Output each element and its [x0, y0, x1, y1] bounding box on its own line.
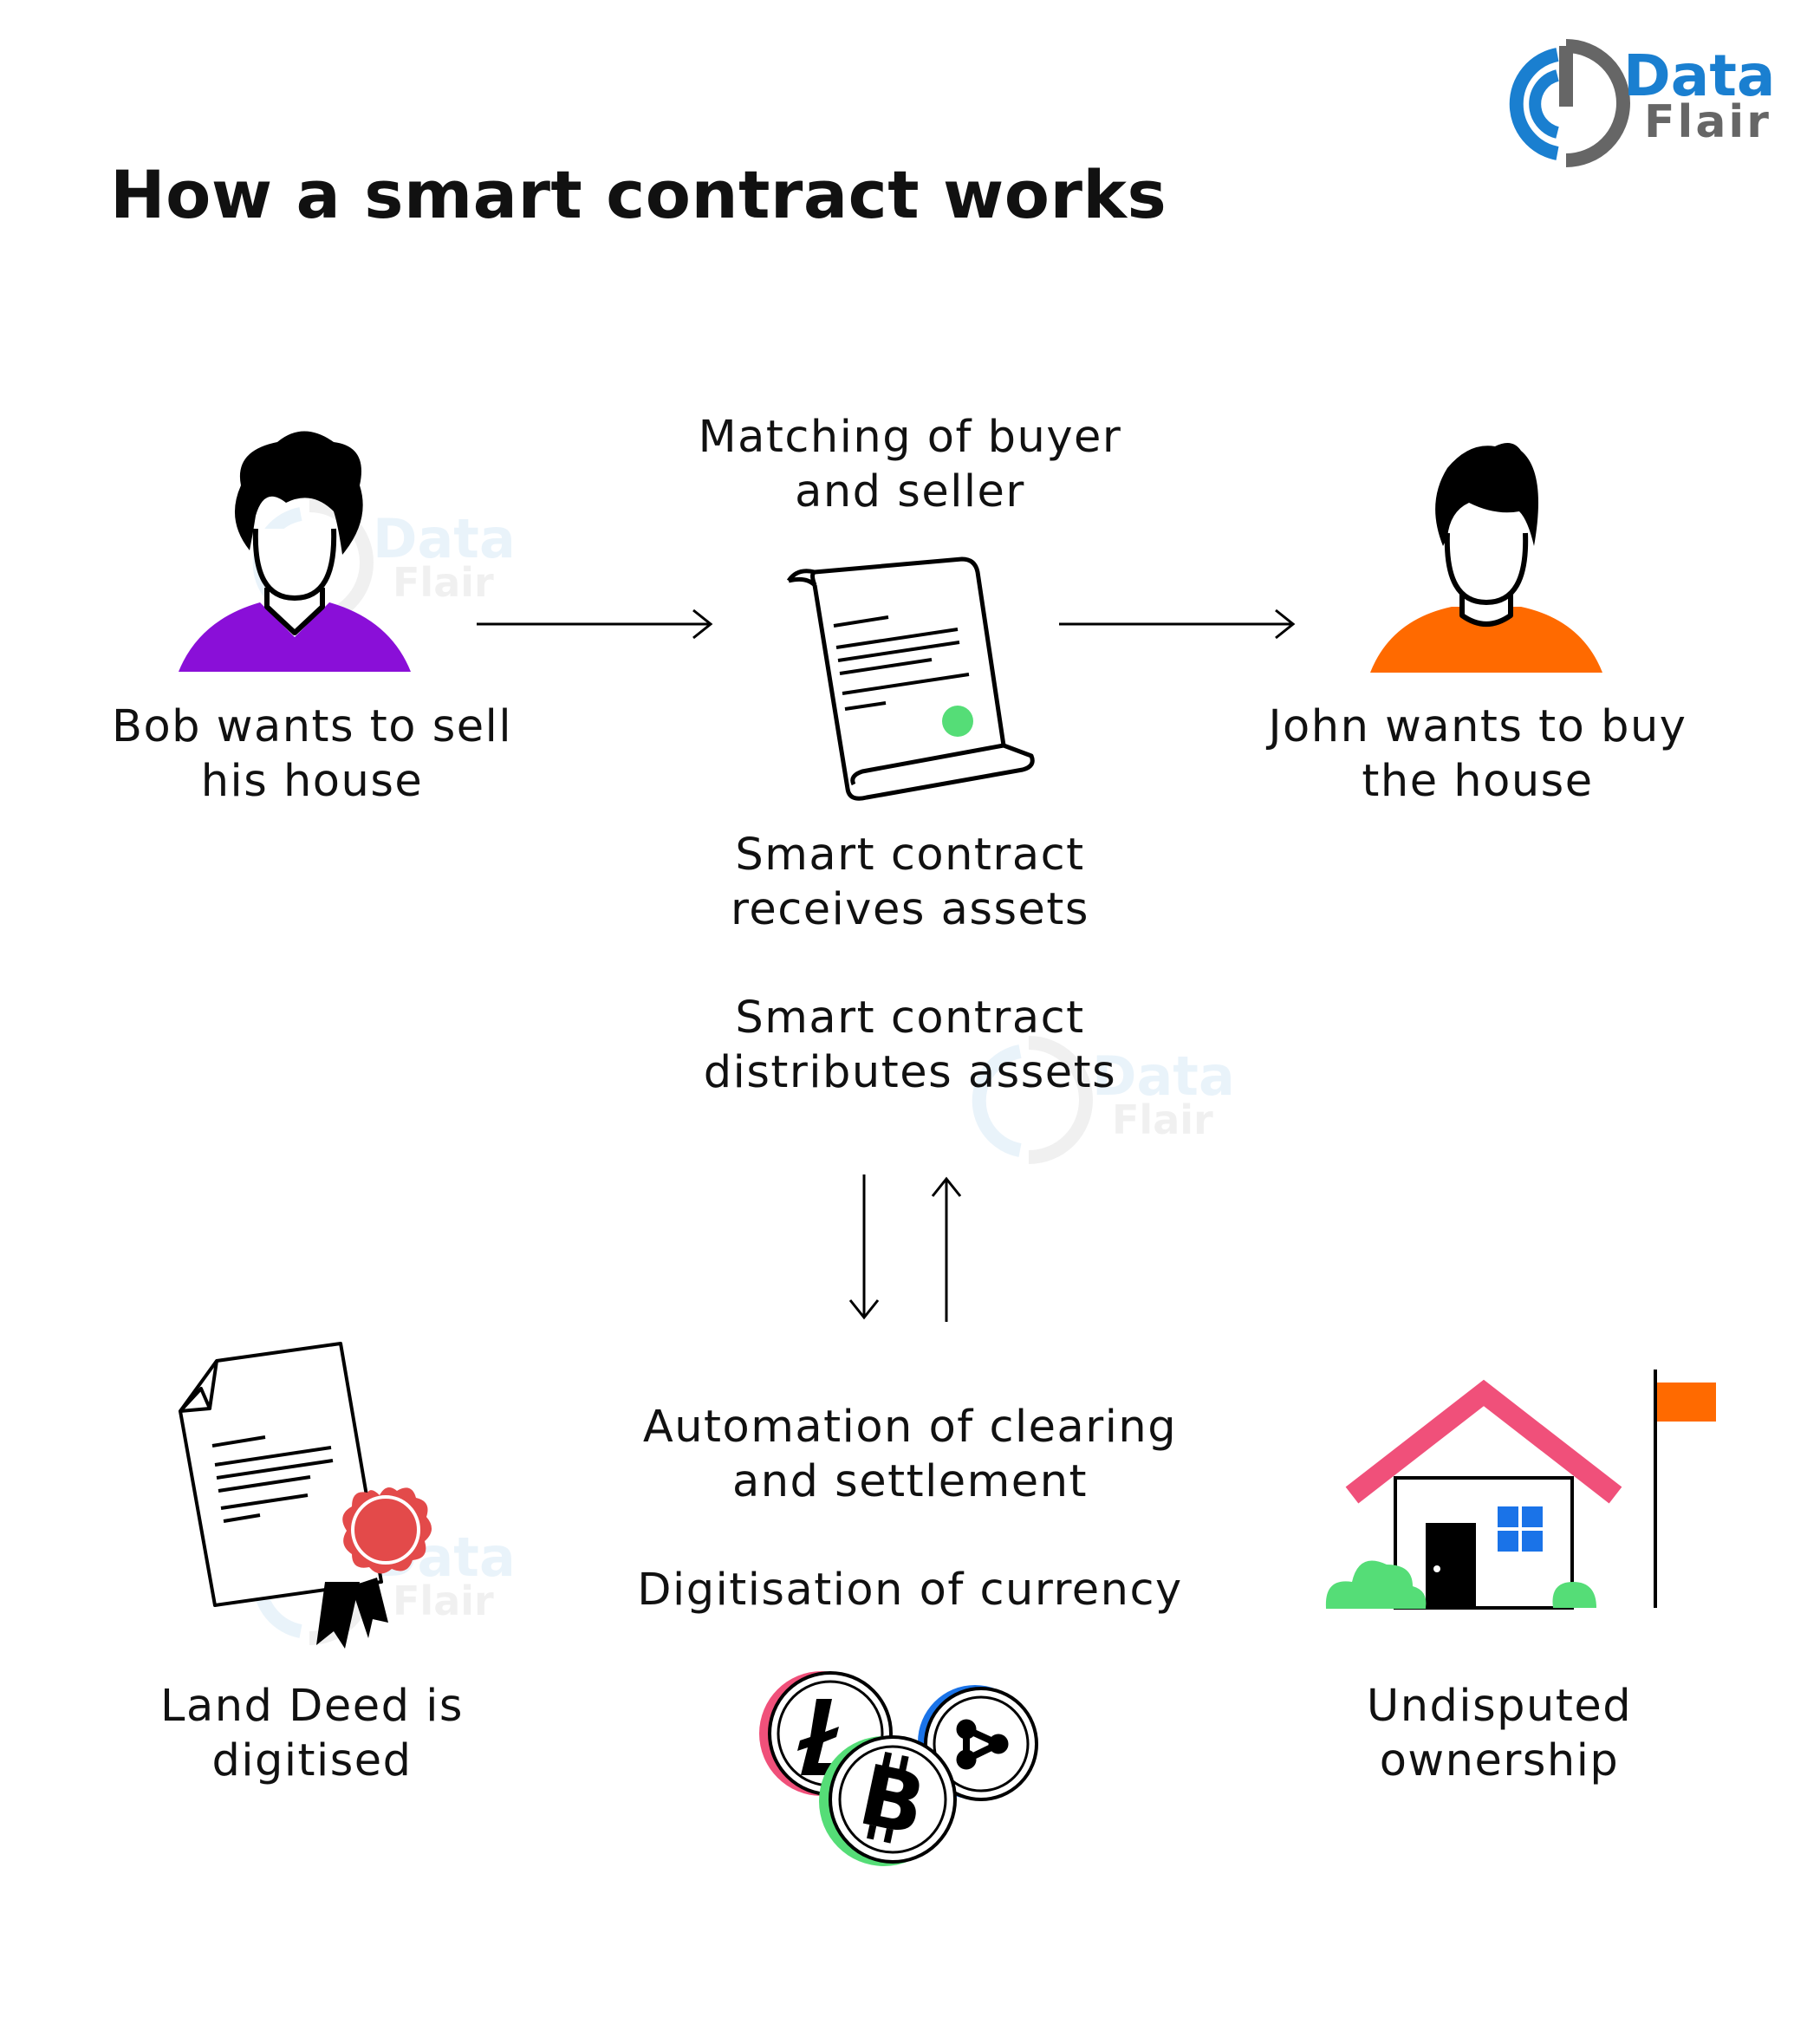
- watermark-text: Flair: [393, 1578, 494, 1624]
- distributes-label: Smart contract distributes assets: [672, 991, 1148, 1100]
- page-title: How a smart contract works: [110, 156, 1167, 233]
- seller-label-line1: Bob wants to sell: [111, 701, 513, 752]
- seller-label: Bob wants to sell his house: [95, 699, 529, 809]
- house-with-flag-icon: [1325, 1370, 1716, 1610]
- flag: [1657, 1383, 1716, 1422]
- buyer-label-line2: the house: [1362, 756, 1594, 807]
- logo-text-flair: Flair: [1644, 96, 1771, 148]
- automation-label: Automation of clearing and settlement: [628, 1400, 1192, 1509]
- digitisation-label: Digitisation of currency: [628, 1563, 1192, 1617]
- watermark-text: Flair: [393, 559, 494, 606]
- matching-label: Matching of buyer and seller: [672, 410, 1148, 519]
- automation-label-line2: and settlement: [731, 1456, 1089, 1507]
- logo-mark-icon: [1509, 39, 1630, 167]
- window: [1498, 1506, 1543, 1552]
- bush: [1325, 1560, 1427, 1608]
- automation-label-line1: Automation of clearing: [642, 1402, 1178, 1453]
- watermark-text: Data: [1092, 1044, 1235, 1108]
- matching-label-line2: and seller: [795, 466, 1025, 517]
- matching-label-line1: Matching of buyer: [698, 412, 1122, 463]
- arrow-up: [931, 1176, 962, 1322]
- contract-scroll-icon: [786, 556, 1035, 801]
- ownership-label: Undisputed ownership: [1283, 1679, 1716, 1788]
- distributes-label-line1: Smart contract: [735, 992, 1085, 1044]
- buyer-label-line1: John wants to buy: [1268, 701, 1687, 752]
- distributes-label-line2: distributes assets: [703, 1047, 1117, 1098]
- receives-label: Smart contract receives assets: [693, 828, 1127, 937]
- ownership-label-line1: Undisputed: [1366, 1681, 1633, 1732]
- receives-label-line1: Smart contract: [735, 830, 1085, 881]
- bush: [1552, 1582, 1596, 1608]
- litecoin-icon: [797, 1699, 848, 1775]
- deed-label-line2: digitised: [211, 1735, 413, 1786]
- seller-person-icon: [179, 431, 411, 672]
- brand-logo: Data Flair: [1504, 39, 1781, 169]
- seller-label-line2: his house: [200, 756, 424, 807]
- deed-label: Land Deed is digitised: [95, 1679, 529, 1788]
- digitisation-label-line1: Digitisation of currency: [637, 1565, 1183, 1616]
- watermark-text: Flair: [1112, 1096, 1213, 1143]
- arrow-seller-to-contract: [477, 608, 713, 640]
- land-deed-icon: [179, 1342, 432, 1649]
- buyer-label: John wants to buy the house: [1244, 699, 1712, 809]
- crypto-coins-icon: B: [759, 1671, 1038, 1866]
- ownership-label-line2: ownership: [1379, 1735, 1620, 1786]
- logo-text-data: Data: [1623, 42, 1776, 109]
- arrow-contract-to-buyer: [1059, 608, 1296, 640]
- deed-label-line1: Land Deed is: [160, 1681, 464, 1732]
- ripple-icon: [956, 1719, 1009, 1770]
- watermark-icon: [972, 1036, 1093, 1164]
- arrow-down: [848, 1174, 880, 1320]
- buyer-person-icon: [1370, 443, 1602, 673]
- receives-label-line2: receives assets: [731, 884, 1089, 935]
- door: [1426, 1523, 1476, 1608]
- watermark-text: Data: [373, 507, 516, 570]
